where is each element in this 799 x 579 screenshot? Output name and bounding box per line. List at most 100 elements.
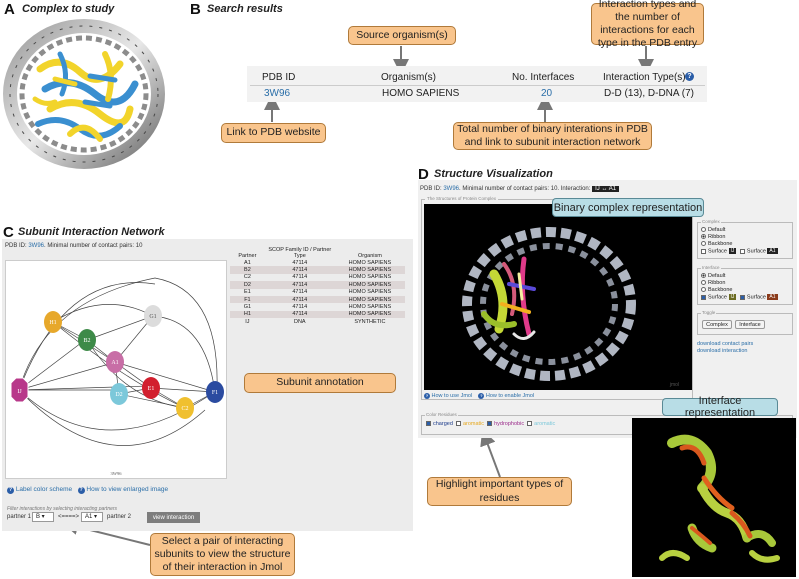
checkbox[interactable]	[739, 294, 745, 300]
nucleosome-structure-image	[3, 19, 165, 169]
help-icon[interactable]: ?	[77, 487, 85, 494]
cell: IJ	[245, 318, 250, 325]
th-interaction-types: Interaction Type(s)	[603, 72, 686, 83]
node-label-b2: B2	[83, 338, 90, 344]
th-interfaces: No. Interfaces	[512, 72, 575, 83]
info-pdb-link[interactable]: 3W96	[28, 243, 45, 249]
partner-2-select[interactable]: A1 ▾	[81, 512, 103, 522]
partner-1-select[interactable]: B ▾	[32, 512, 54, 522]
label-color-scheme-link[interactable]: Label color scheme	[15, 486, 73, 493]
node-label-e1: E1	[148, 386, 155, 392]
interface-option-default[interactable]: Default	[701, 273, 789, 280]
partner-arrow: <====>	[58, 514, 80, 520]
cell: 47114	[264, 266, 335, 274]
checkbox[interactable]	[527, 421, 533, 427]
checkbox[interactable]	[739, 248, 745, 254]
complex-option-backbone[interactable]: Backbone	[701, 241, 789, 248]
cell: HOMO SAPIENS	[334, 310, 405, 319]
option-label: Backbone	[708, 287, 733, 293]
table-row: IJ DNA SYNTHETIC	[230, 318, 405, 325]
color-residues-title: Color Residues	[425, 412, 458, 417]
node-label-c2: C2	[181, 406, 188, 412]
radio[interactable]	[701, 287, 706, 293]
interface-option-ribbon[interactable]: Ribbon	[701, 280, 789, 287]
help-icon[interactable]: ?	[7, 487, 14, 494]
cell: D2	[230, 281, 265, 289]
callout-pdb-link: Link to PDB website	[221, 123, 326, 143]
interface-fieldset: Default Ribbon Backbone Surface IJ Surfa…	[697, 268, 793, 305]
pdb-id-link[interactable]: 3W96	[264, 88, 291, 99]
subunit-network-graph: IJ H1 B2 G1 A1 D2 E1 F1 C2 3W96	[10, 277, 224, 476]
complex-option-ribbon[interactable]: Ribbon	[701, 234, 789, 241]
surface-label: Surface	[708, 294, 727, 301]
cell: G1	[243, 304, 252, 311]
cell: H1	[230, 310, 265, 319]
cell: HOMO SAPIENS	[348, 274, 392, 281]
complex-title: Complex	[701, 219, 721, 224]
help-icon[interactable]: ?	[685, 72, 694, 81]
option-label: Ribbon	[708, 234, 726, 240]
node-label-a1: A1	[111, 360, 118, 366]
cell: E1	[244, 289, 251, 296]
interaction-badge: IJ ↔ A1	[592, 186, 620, 192]
checkbox[interactable]	[455, 421, 461, 427]
panel-a-title: Complex to study	[22, 3, 115, 15]
cell: SYNTHETIC	[354, 318, 386, 325]
jmol-mark: jmol	[669, 382, 679, 388]
residue-charged: charged	[433, 421, 453, 427]
label-color-scheme-row: ? Label color scheme ? How to view enlar…	[7, 486, 168, 494]
callout-highlight-residues: Highlight important types of residues	[427, 477, 572, 506]
partner-2-value: A1	[85, 514, 93, 520]
checkbox[interactable]	[701, 294, 706, 300]
complex-option-default[interactable]: Default	[701, 227, 789, 234]
node-label-h1: H1	[49, 320, 56, 326]
enlarged-image-link[interactable]: How to view enlarged image	[86, 486, 169, 493]
radio[interactable]	[701, 241, 706, 247]
partner-1-value: B	[36, 514, 41, 520]
interface-option-backbone[interactable]: Backbone	[701, 287, 789, 294]
panel-a-letter: A	[4, 1, 15, 18]
info-pdb-link[interactable]: 3W96	[443, 186, 460, 192]
view-interaction-button[interactable]: view interaction	[147, 512, 200, 523]
residue-aromatic: aromatic	[462, 421, 485, 427]
organism-value: HOMO SAPIENS	[382, 88, 460, 99]
cell: DNA	[293, 318, 306, 325]
checkbox[interactable]	[426, 421, 431, 427]
checkbox[interactable]	[701, 248, 706, 254]
callout-binary-complex: Binary complex representation	[552, 198, 704, 217]
download-interaction-link[interactable]: download interaction	[697, 348, 748, 354]
help-icon[interactable]: ?	[424, 393, 430, 399]
interfaces-link[interactable]: 20	[541, 88, 553, 99]
callout-subunit-annotation: Subunit annotation	[244, 373, 396, 393]
download-contact-pairs-link[interactable]: download contact pairs	[697, 341, 754, 347]
cell: 47114	[264, 281, 335, 289]
node-label-ij: IJ	[17, 389, 22, 395]
cell: 47114	[264, 310, 335, 319]
radio[interactable]	[701, 273, 706, 279]
viewer-legend: The Structures of Protein Complex	[425, 196, 499, 201]
how-use-jmol-link[interactable]: How to use Jmol	[431, 393, 473, 399]
how-enable-jmol-link[interactable]: How to enable Jmol	[485, 393, 535, 399]
cell: C2	[243, 274, 251, 281]
th-scop: SCOP Family ID / Partner Type	[268, 247, 332, 259]
jmol-viewer[interactable]: jmol	[424, 204, 692, 390]
option-label: Ribbon	[708, 280, 726, 286]
jmol-help-row: ? How to use Jmol ? How to enable Jmol	[424, 393, 534, 399]
radio[interactable]	[701, 227, 706, 233]
th-organism: Organism	[357, 253, 382, 259]
complex-surface-row: Surface IJ Surface A1	[701, 248, 789, 255]
checkbox[interactable]	[487, 421, 493, 427]
info-prefix: PDB ID:	[5, 243, 27, 249]
info-middle: . Minimal number of contact pairs: 10. I…	[459, 186, 591, 192]
radio[interactable]	[701, 280, 706, 286]
radio[interactable]	[701, 234, 706, 240]
cell: A1	[244, 259, 251, 266]
option-label: Backbone	[708, 241, 733, 247]
callout-source-organism: Source organism(s)	[348, 26, 456, 45]
help-icon[interactable]: ?	[478, 393, 485, 399]
toggle-interface-button[interactable]: Interface	[735, 320, 765, 329]
panel-d-title: Structure Visualization	[434, 168, 553, 180]
toggle-complex-button[interactable]: Complex	[702, 320, 732, 329]
